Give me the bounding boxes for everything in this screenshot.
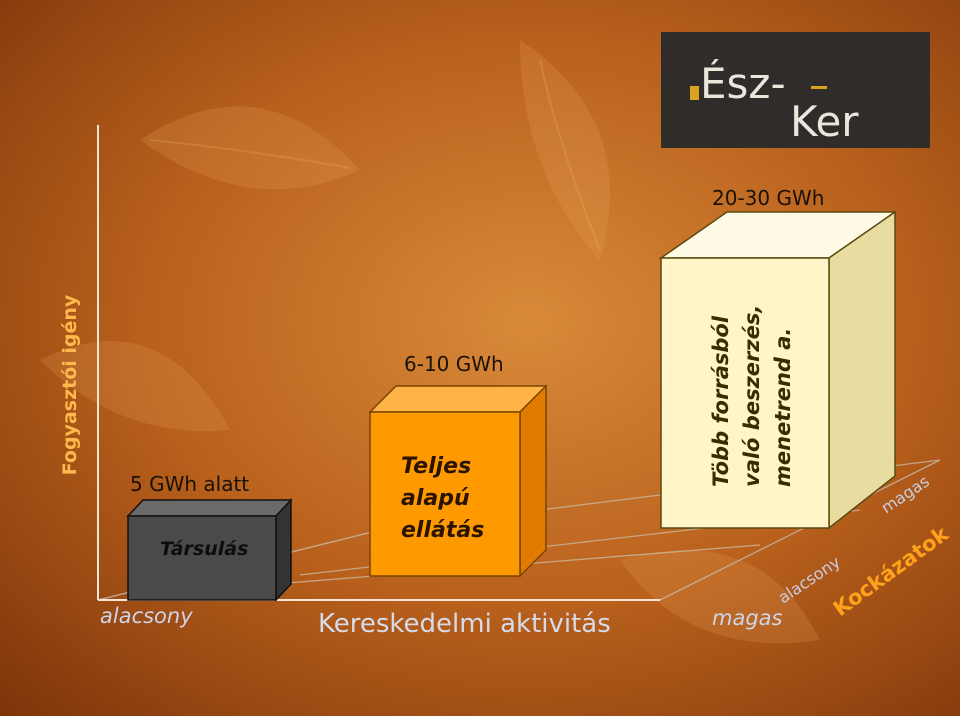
box-teljes-ellatas [368,384,548,578]
x-low-label: alacsony [100,604,193,628]
box2-line-2: alapú [401,486,470,511]
background-veins [149,59,601,251]
box3-text: Több forrásból való beszerzés, menetrend… [709,305,795,487]
box1-value-label: 5 GWh alatt [130,472,250,496]
x-high-label: magas [712,606,783,630]
logo-graphic [661,32,930,148]
box1-text: Társulás [160,538,249,560]
x-axis-label: Kereskedelmi aktivitás [318,609,611,639]
box2-line-1: Teljes [401,454,472,479]
background-leaves [40,40,820,644]
box-tarsulas [126,498,293,602]
logo-text-1: Ész- [700,58,786,108]
box3-line-3: menetrend a. [771,328,795,487]
box2-value-label: 6-10 GWh [404,352,504,376]
logo-text-2: Ker [790,97,859,146]
y-axis-label: Fogyasztói igény [59,294,81,475]
box3-line-2: való beszerzés, [740,305,764,487]
box2-line-3: ellátás [401,518,485,543]
box3-value-label: 20-30 GWh [712,186,825,210]
box3-line-1: Több forrásból [709,315,733,487]
box-tobb-forrasbol [658,210,898,530]
